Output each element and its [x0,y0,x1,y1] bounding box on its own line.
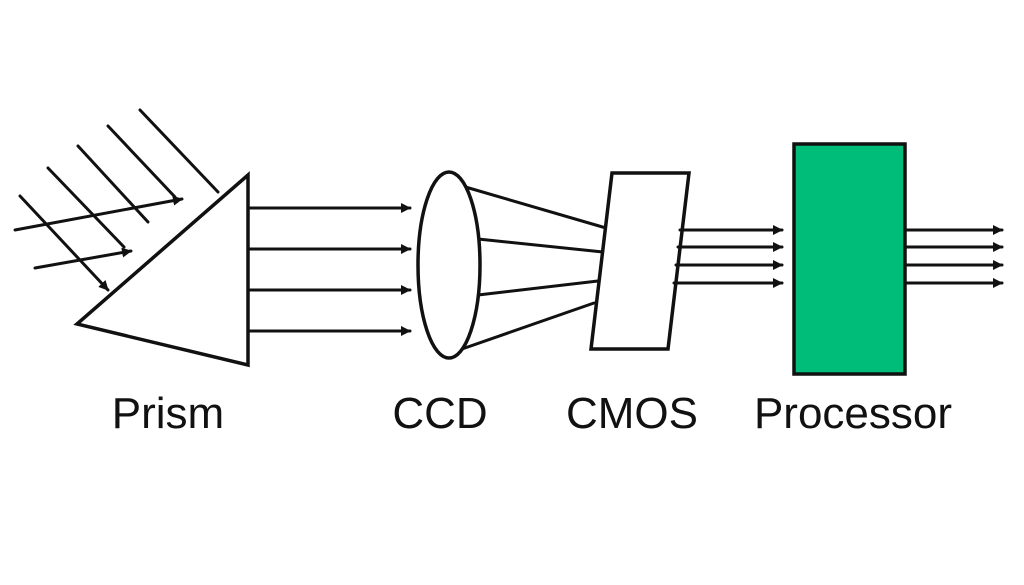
converging-beam [460,301,596,351]
incoming-ray [46,166,126,249]
incoming-arrow [13,195,184,232]
converging-beam [476,237,605,254]
prism-shape [73,171,250,368]
prism-label: Prism [112,389,224,438]
incoming-arrow [18,194,110,292]
incoming-arrow-rays [13,194,184,292]
cmos-to-processor-arrows [672,225,784,288]
converging-beam [476,279,600,297]
processor-shape [792,142,907,376]
incoming-light-rays [46,108,220,249]
converging-beam [460,184,608,230]
converging-beams [460,184,608,351]
prism-to-ccd-arrows [248,203,412,336]
incoming-ray [138,108,220,194]
incoming-ray [106,124,177,199]
cmos-label: CMOS [566,389,698,438]
ccd-lens-shape [416,170,482,360]
ccd-label: CCD [392,389,487,438]
incoming-arrow [33,247,133,270]
processor-label: Processor [754,389,952,438]
incoming-ray [76,144,150,224]
processor-output-arrows [904,225,1004,288]
cmos-shape [589,171,691,351]
